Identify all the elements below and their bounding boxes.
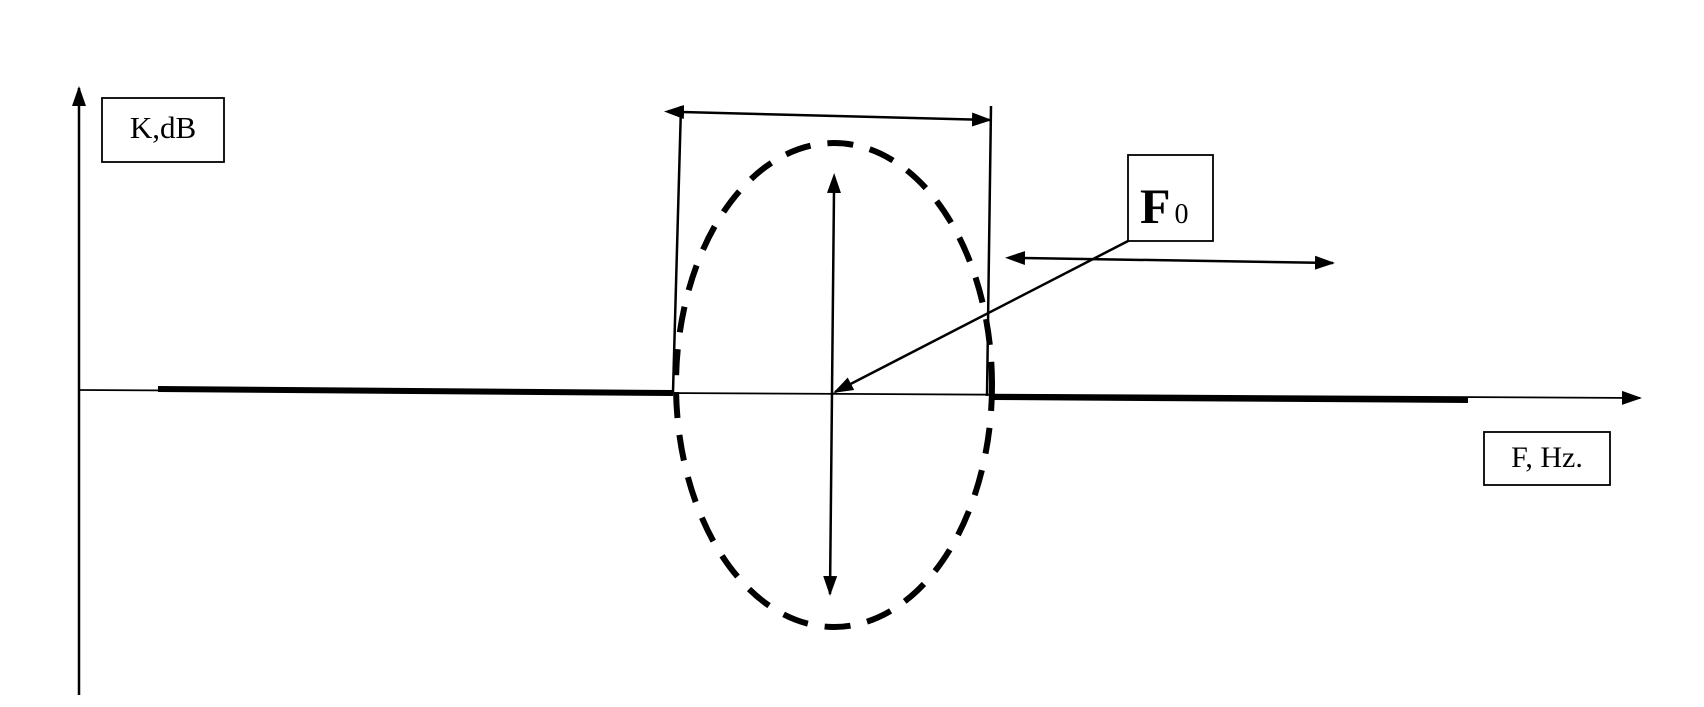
notch-ellipse xyxy=(673,140,995,630)
y-axis-label-text: K,dB xyxy=(130,110,196,145)
band-left-boundary xyxy=(671,105,683,393)
bandwidth-arrow xyxy=(664,105,992,127)
center-frequency-symbol: F xyxy=(1140,178,1171,234)
svg-text:F0: F0 xyxy=(1140,178,1189,234)
response-line-left xyxy=(157,386,674,396)
x-axis-label: F, Hz. xyxy=(1483,431,1611,486)
depth-arrow xyxy=(823,173,841,596)
center-pointer-arrow xyxy=(833,238,1131,394)
y-axis-label: K,dB xyxy=(101,97,225,163)
response-line-right xyxy=(989,394,1469,403)
x-axis-label-text: F, Hz. xyxy=(1511,441,1583,474)
band-right-boundary xyxy=(985,105,993,397)
center-frequency-subscript: 0 xyxy=(1175,199,1189,230)
shift-arrow xyxy=(1005,251,1335,270)
